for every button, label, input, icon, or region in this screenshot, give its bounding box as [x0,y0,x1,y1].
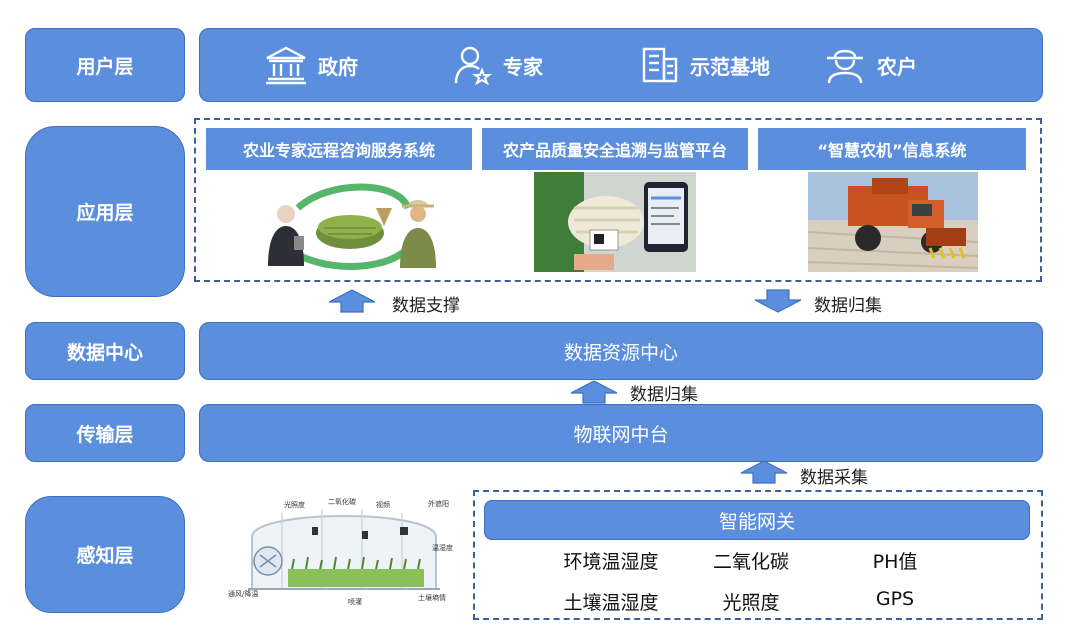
arrow-up-data-support [328,289,376,317]
traceability-phone-image [534,172,696,272]
greenhouse-label-light: 光照度 [284,501,305,509]
greenhouse-label-ventilation: 通风/降温 [228,590,259,598]
sensor-ph: PH值 [872,551,918,573]
user-label-expert: 专家 [503,54,543,79]
sensor-co2: 二氧化碳 [712,551,789,573]
iot-platform-bar: 物联网中台 [199,404,1043,462]
expert-user-icon [453,45,493,85]
app-title-remote-consultation: 农业专家远程咨询服务系统 [206,128,472,170]
user-item-government: 政府 [264,45,358,85]
layer-label-perception: 感知层 [25,496,185,613]
sensor-light: 光照度 [722,592,780,614]
data-resource-center-bar: 数据资源中心 [199,322,1043,380]
sensor-gps: GPS [875,588,915,610]
arrow-up-data-acquire [740,460,788,488]
layer-label-transport: 传输层 [25,404,185,462]
greenhouse-label-spray: 喷灌 [348,598,362,606]
greenhouse-label-shade: 外遮阳 [428,500,449,508]
user-label-government: 政府 [318,54,358,79]
harvester-machine-image [808,172,978,272]
user-label-farmer: 农户 [877,54,917,79]
app-title-traceability: 农产品质量安全追溯与监管平台 [482,128,748,170]
user-label-demo-base: 示范基地 [690,54,770,79]
greenhouse-label-humidity: 温湿度 [432,544,453,552]
user-layer-bar: 政府 专家 示范基地 [199,28,1043,102]
greenhouse-label-co2: 二氧化碳 [328,498,356,506]
greenhouse-label-video: 视频 [376,501,390,509]
app-title-smart-machinery: “智慧农机”信息系统 [758,128,1026,170]
label-data-acquire: 数据采集 [800,468,868,488]
label-data-collect-down: 数据归集 [814,296,882,316]
sensor-env-temp-humidity: 环境温湿度 [563,551,659,573]
user-item-farmer: 农户 [823,45,917,85]
layer-label-user: 用户层 [25,28,185,102]
greenhouse-label-soil: 土壤墒情 [418,594,446,602]
sensor-soil-temp-humidity: 土壤温湿度 [563,592,659,614]
farmer-icon [823,45,867,85]
arrow-up-data-collect [570,380,618,408]
demo-base-building-icon [640,45,680,85]
layer-label-application: 应用层 [25,126,185,297]
remote-consultation-image [258,178,438,270]
sensor-container [473,490,1043,620]
application-layer-container [194,118,1042,282]
user-item-demo-base: 示范基地 [640,45,770,85]
layer-label-data-center: 数据中心 [25,322,185,380]
greenhouse-sensor-image: 光照度 二氧化碳 视频 外遮阳 温湿度 通风/降温 喷灌 土壤墒情 [222,497,466,609]
user-item-expert: 专家 [453,45,543,85]
arrow-down-data-collect [754,289,802,317]
smart-gateway-bar: 智能网关 [484,500,1030,540]
label-data-support: 数据支撑 [392,296,460,316]
government-building-icon [264,45,308,85]
label-data-collect-up: 数据归集 [630,385,698,405]
